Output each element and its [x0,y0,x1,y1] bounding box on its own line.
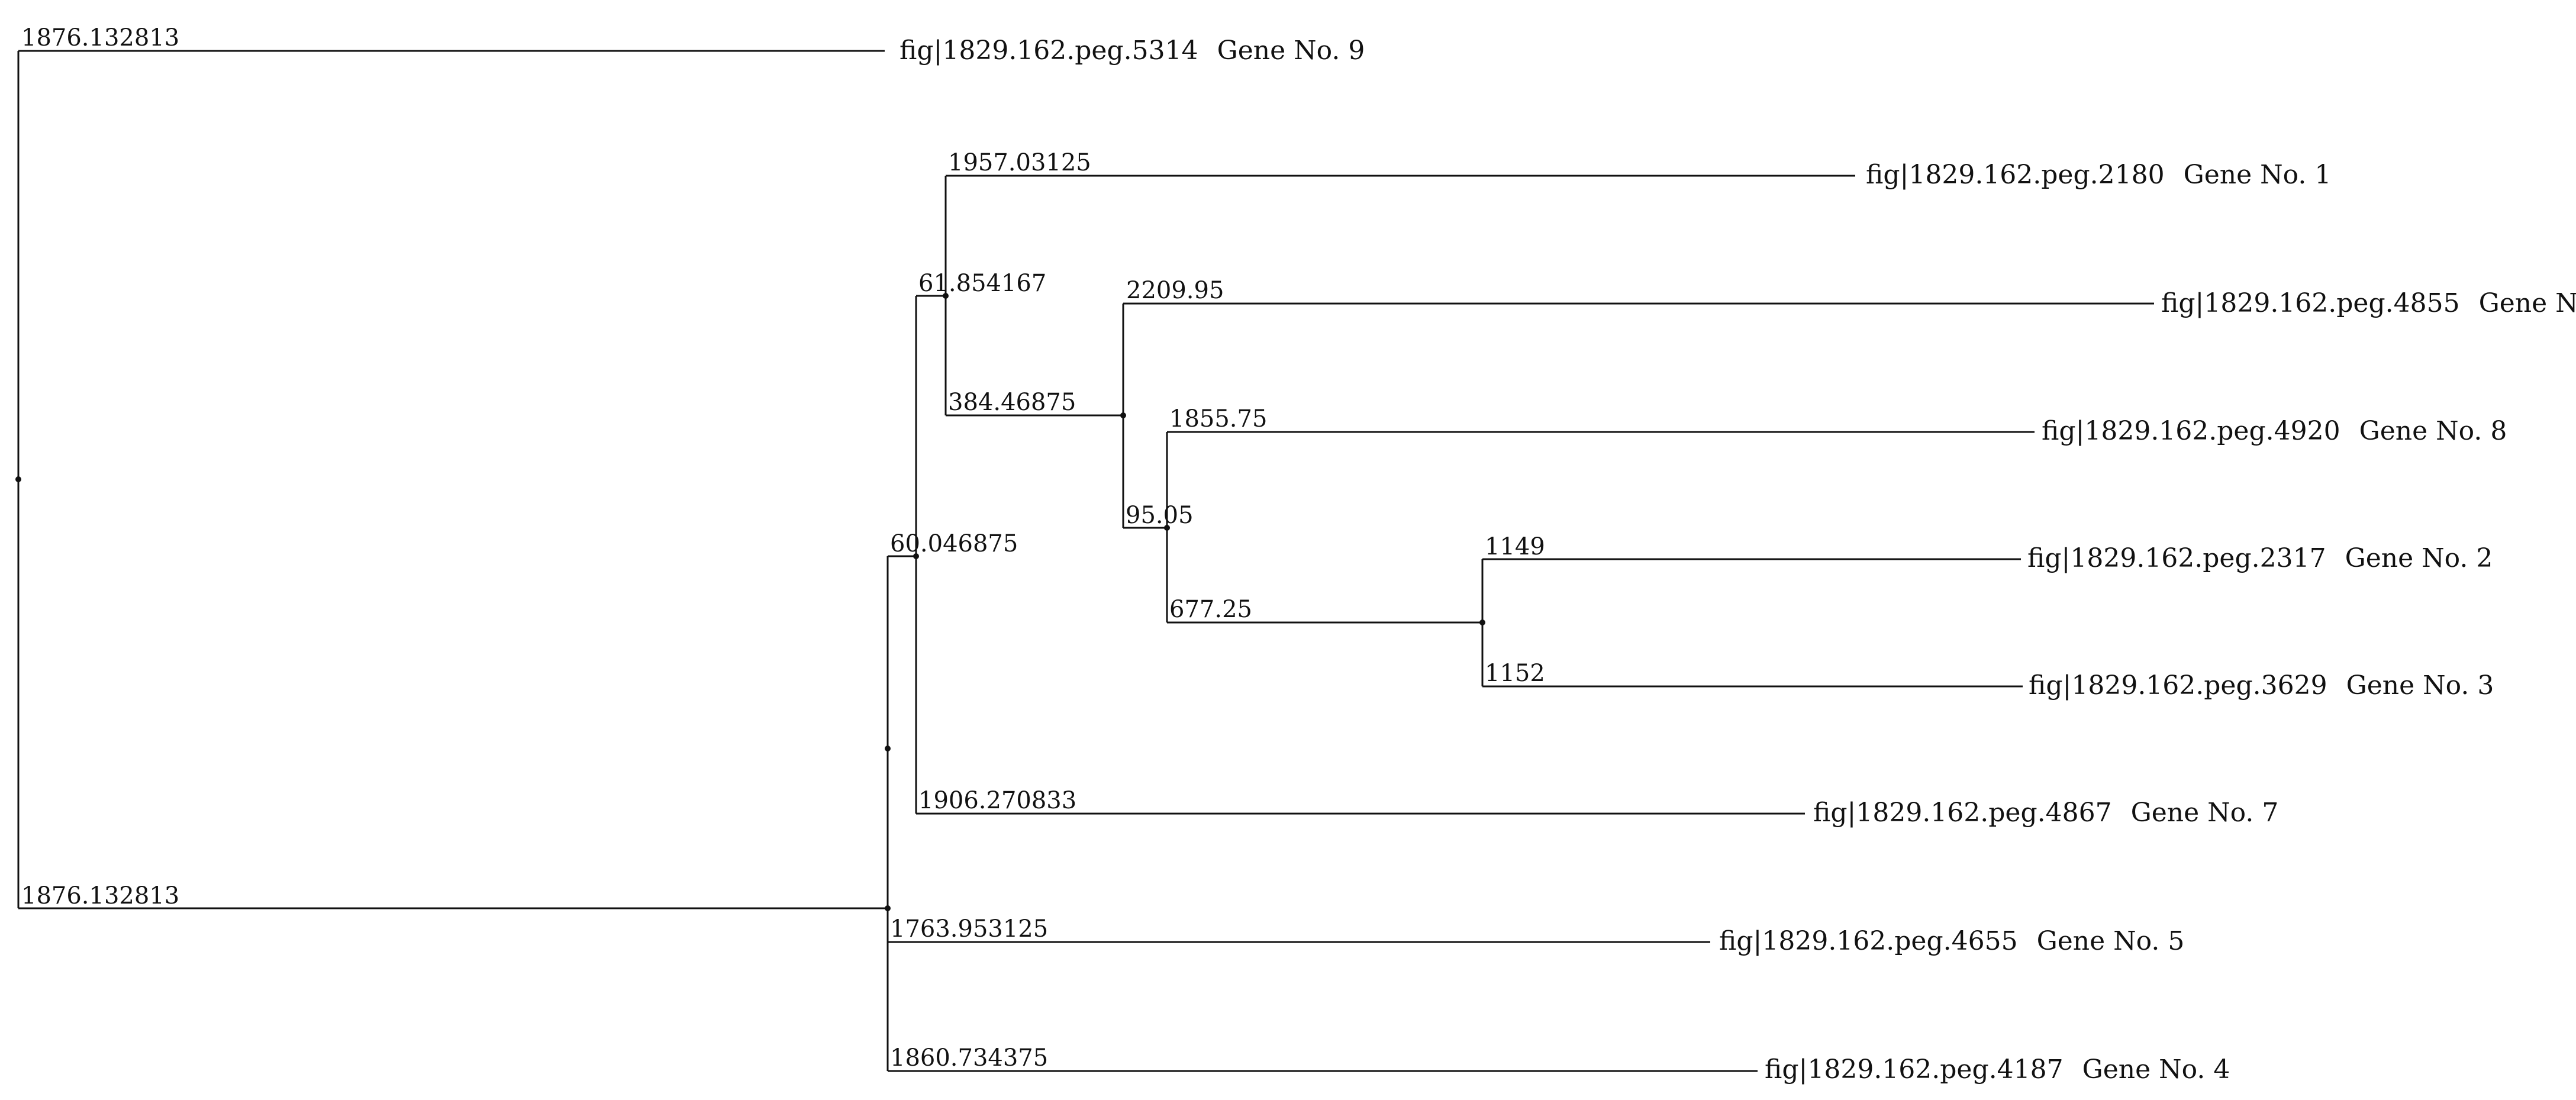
leaf-label-gene-9: fig|1829.162.peg.5314 Gene No. 9 [899,36,1365,66]
branch-label-gene-6: 2209.95 [1126,277,1224,304]
leaf-label-gene-7: fig|1829.162.peg.4867 Gene No. 7 [1813,798,2278,828]
leaf-id: fig|1829.162.peg.4187 [1765,1054,2064,1085]
leaf-gene: Gene No. 5 [2037,926,2185,956]
leaf-id: fig|1829.162.peg.4655 [1719,926,2018,956]
leaf-id: fig|1829.162.peg.4867 [1813,798,2112,828]
branch-label-root-lower: 1876.132813 [21,882,179,909]
branch-label-clade-c: 384.46875 [948,389,1076,416]
leaf-label-gene-8: fig|1829.162.peg.4920 Gene No. 8 [2042,416,2507,446]
leaf-id: fig|1829.162.peg.2317 [2027,543,2326,573]
branch-label-gene-4: 1860.734375 [890,1044,1048,1072]
leaf-id: fig|1829.162.peg.4920 [2042,416,2340,446]
leaf-label-gene-4: fig|1829.162.peg.4187 Gene No. 4 [1765,1054,2230,1085]
leaf-gene: Gene No. 9 [1217,36,1365,66]
branch-label-gene-8: 1855.75 [1169,405,1267,433]
leaf-gene: Gene No. 2 [2345,543,2493,573]
branch-label-clade-d: 95.05 [1126,502,1194,529]
branch-label-gene-3: 1152 [1485,660,1545,687]
leaf-id: fig|1829.162.peg.4855 [2161,288,2460,318]
leaf-id: fig|1829.162.peg.5314 [899,36,1198,66]
leaf-gene: Gene No. 8 [2359,416,2507,446]
branch-label-gene-2: 1149 [1485,533,1545,560]
leaf-label-gene-1: fig|1829.162.peg.2180 Gene No. 1 [1866,160,2331,190]
leaf-label-gene-3: fig|1829.162.peg.3629 Gene No. 3 [2029,670,2494,701]
leaf-gene: Gene No. 6 [2479,288,2576,318]
branch-label-clade-a: 60.046875 [890,530,1018,557]
branch-label-gene-7: 1906.270833 [918,787,1076,814]
leaf-label-gene-6: fig|1829.162.peg.4855 Gene No. 6 [2161,288,2576,318]
branch-label-root-upper: 1876.132813 [21,24,179,51]
leaf-id: fig|1829.162.peg.3629 [2029,670,2327,701]
leaf-gene: Gene No. 4 [2082,1054,2230,1085]
root-node [15,476,21,482]
node-a-mid [885,746,891,751]
branch-label-gene-5: 1763.953125 [890,915,1048,943]
branch-label-clade-b: 61.854167 [918,270,1046,297]
leaf-label-gene-5: fig|1829.162.peg.4655 Gene No. 5 [1719,926,2184,956]
branch-label-clade-e: 677.25 [1169,596,1252,623]
leaf-gene: Gene No. 1 [2184,160,2332,190]
leaf-gene: Gene No. 3 [2346,670,2494,701]
branch-label-gene-1: 1957.03125 [948,149,1091,176]
leaf-id: fig|1829.162.peg.2180 [1866,160,2165,190]
leaf-label-gene-2: fig|1829.162.peg.2317 Gene No. 2 [2027,543,2493,573]
leaf-gene: Gene No. 7 [2131,798,2279,828]
